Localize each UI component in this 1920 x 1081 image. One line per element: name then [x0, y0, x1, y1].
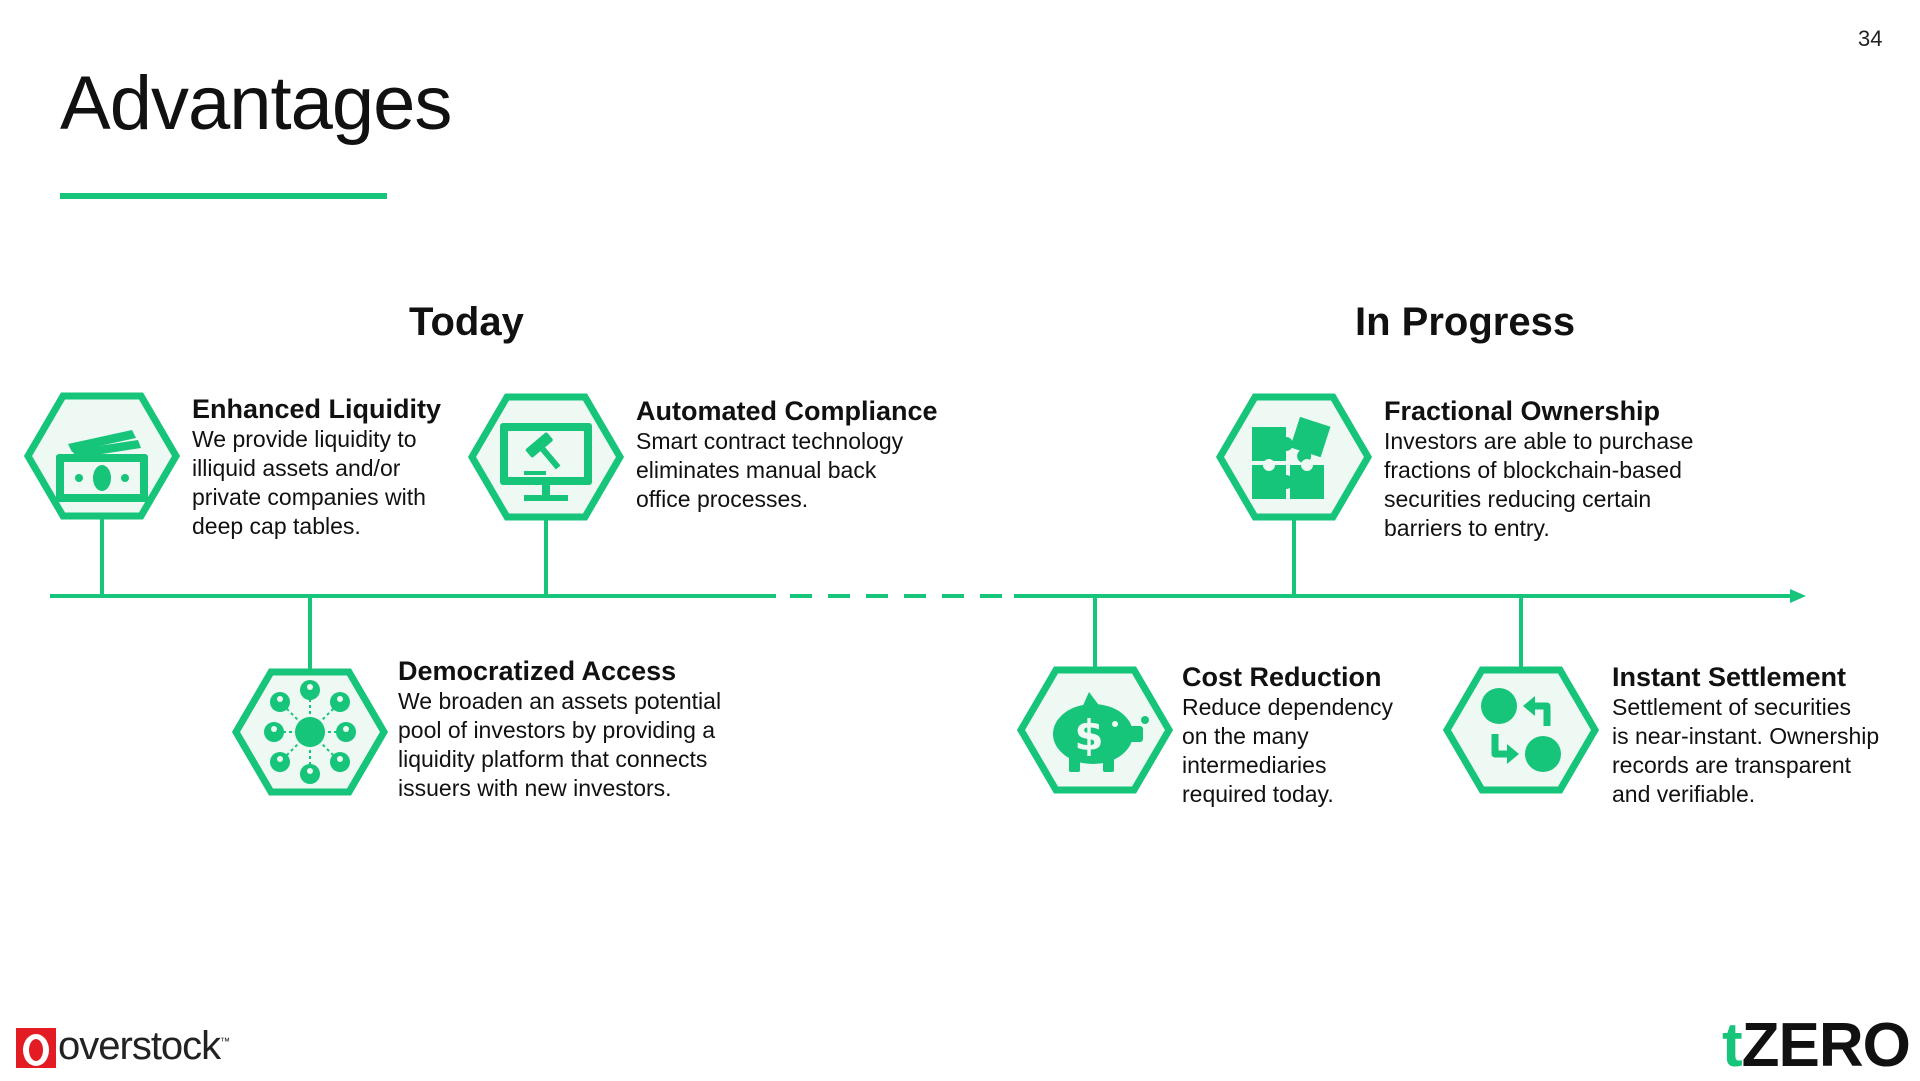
feature-description: Reduce dependency on the many intermedia… — [1182, 694, 1393, 807]
tzero-t: t — [1722, 1011, 1743, 1080]
trademark-mark: ™ — [220, 1036, 230, 1048]
title-underline — [60, 193, 387, 199]
overstock-wordmark: overstock™ — [58, 1024, 230, 1069]
feature-title: Instant Settlement — [1612, 662, 1847, 692]
overstock-text: overstock — [58, 1024, 221, 1068]
feature-cost-reduction: Cost Reduction Reduce dependency on the … — [1182, 662, 1393, 809]
feature-title: Fractional Ownership — [1384, 396, 1661, 426]
feature-title: Democratized Access — [398, 656, 677, 686]
feature-description: We provide liquidity to illiquid assets … — [192, 426, 426, 539]
feature-description: Investors are able to purchase fractions… — [1384, 428, 1694, 541]
tzero-logo: tZERO — [1722, 1010, 1911, 1081]
puzzle-icon — [1216, 393, 1372, 521]
feature-title: Cost Reduction — [1182, 662, 1382, 692]
svg-text:$: $ — [1074, 711, 1103, 760]
feature-automated-compliance: Automated Compliance Smart contract tech… — [636, 396, 938, 514]
feature-description: Settlement of securities is near-instant… — [1612, 694, 1880, 807]
cash-icon — [24, 392, 180, 520]
gavel-monitor-icon — [468, 393, 624, 521]
section-heading-in-progress: In Progress — [1355, 300, 1576, 344]
feature-description: Smart contract technology eliminates man… — [636, 428, 904, 512]
feature-description: We broaden an assets potential pool of i… — [398, 688, 722, 801]
network-icon — [232, 668, 388, 796]
feature-enhanced-liquidity: Enhanced Liquidity We provide liquidity … — [192, 394, 441, 541]
feature-title: Automated Compliance — [636, 396, 938, 426]
exchange-icon — [1443, 666, 1599, 794]
overstock-mark-icon — [16, 1028, 56, 1068]
feature-democratized-access: Democratized Access We broaden an assets… — [398, 656, 721, 803]
piggy-bank-icon: $ — [1017, 666, 1173, 794]
tzero-zero: ZERO — [1741, 1011, 1911, 1080]
section-heading-today: Today — [409, 300, 524, 344]
page-title: Advantages — [60, 61, 452, 146]
feature-fractional-ownership: Fractional Ownership Investors are able … — [1384, 396, 1693, 543]
feature-instant-settlement: Instant Settlement Settlement of securit… — [1612, 662, 1879, 809]
page-number: 34 — [1858, 26, 1883, 51]
feature-title: Enhanced Liquidity — [192, 394, 442, 424]
timeline-arrowhead — [1790, 589, 1806, 603]
